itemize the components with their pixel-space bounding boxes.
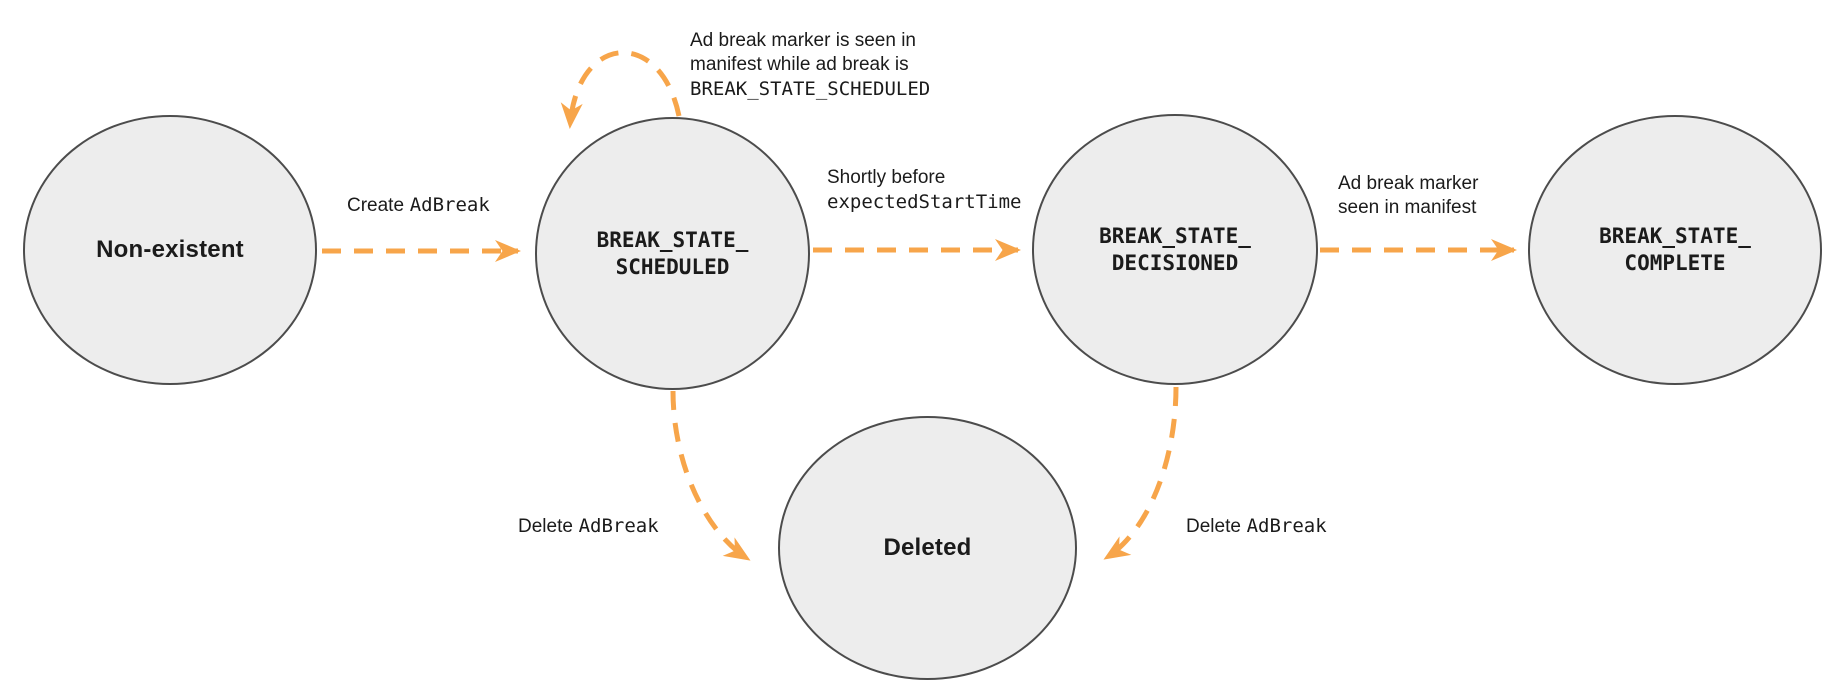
label-delete-left-code: AdBreak — [578, 515, 659, 537]
label-self-loop-code: BREAK_STATE_SCHEDULED — [690, 78, 931, 100]
label-self-loop-line2: manifest while ad break is — [690, 54, 909, 75]
state-break-state-decisioned: BREAK_STATE_ DECISIONED — [1032, 114, 1318, 385]
label-self-loop: Ad break marker is seen in manifest whil… — [690, 29, 930, 101]
arrow-scheduled-to-deleted — [670, 390, 751, 562]
state-deleted: Deleted — [778, 416, 1077, 680]
state-deleted-label: Deleted — [883, 534, 972, 561]
label-create-adbreak-text: Create — [347, 195, 405, 216]
state-scheduled-label-line1: BREAK_STATE_ — [596, 227, 749, 252]
label-marker-seen-line2: seen in manifest — [1338, 197, 1477, 218]
label-delete-right-text: Delete — [1186, 516, 1241, 537]
state-non-existent-label: Non-existent — [96, 236, 244, 263]
label-delete-left-text: Delete — [518, 516, 573, 537]
label-self-loop-line1: Ad break marker is seen in — [690, 30, 916, 51]
state-break-state-scheduled: BREAK_STATE_ SCHEDULED — [535, 117, 810, 390]
label-marker-seen: Ad break marker seen in manifest — [1338, 172, 1478, 220]
arrow-decisioned-to-deleted — [1103, 386, 1179, 561]
label-shortly-before-text: Shortly before — [827, 167, 946, 188]
state-complete-label-line1: BREAK_STATE_ — [1599, 224, 1751, 248]
label-marker-seen-line1: Ad break marker — [1338, 173, 1479, 194]
state-decisioned-label-line2: DECISIONED — [1111, 250, 1239, 275]
state-complete-label-line2: COMPLETE — [1624, 251, 1726, 275]
state-scheduled-label-line2: SCHEDULED — [615, 254, 730, 279]
state-non-existent: Non-existent — [23, 115, 317, 385]
state-break-state-complete: BREAK_STATE_ COMPLETE — [1528, 115, 1822, 385]
label-shortly-before-code: expectedStartTime — [827, 191, 1022, 213]
label-create-adbreak-code: AdBreak — [409, 194, 490, 216]
state-decisioned-label-line1: BREAK_STATE_ — [1099, 223, 1251, 248]
label-shortly-before: Shortly before expectedStartTime — [827, 166, 1021, 214]
arrow-self-loop-scheduled — [560, 50, 682, 129]
label-delete-right-code: AdBreak — [1246, 515, 1327, 537]
